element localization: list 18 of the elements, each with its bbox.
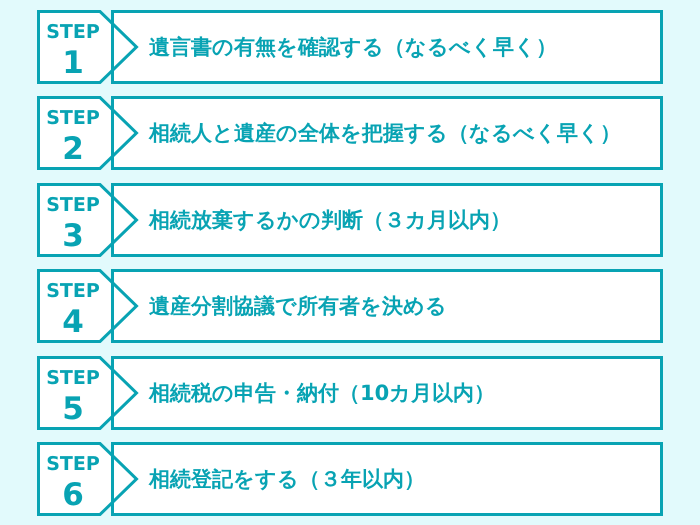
step-number: 4 <box>62 307 84 338</box>
step-label: STEP <box>46 109 100 128</box>
step-text: 相続人と遺産の全体を把握する（なるべく早く） <box>149 121 621 146</box>
step-number: 6 <box>62 480 84 511</box>
step-label: STEP <box>46 23 100 42</box>
step-label: STEP <box>46 196 100 215</box>
step-text: 相続登記をする（３年以内） <box>149 466 425 492</box>
step-label: STEP <box>46 455 100 474</box>
step-number: 3 <box>62 220 84 252</box>
step-number: 2 <box>62 134 84 166</box>
step-label: STEP <box>46 282 100 302</box>
step-text: 相続放棄するかの判断（３カ月以内） <box>149 208 511 232</box>
step-text: 遺言書の有無を確認する（なるべく早く） <box>149 34 557 60</box>
step-number: 5 <box>62 394 84 425</box>
step-label: STEP <box>46 368 100 388</box>
step-text: 相続税の申告・納付（10カ月以内） <box>149 380 496 405</box>
step-text: 遺産分割協議で所有者を決める <box>149 294 447 318</box>
step-number: 1 <box>62 48 84 79</box>
